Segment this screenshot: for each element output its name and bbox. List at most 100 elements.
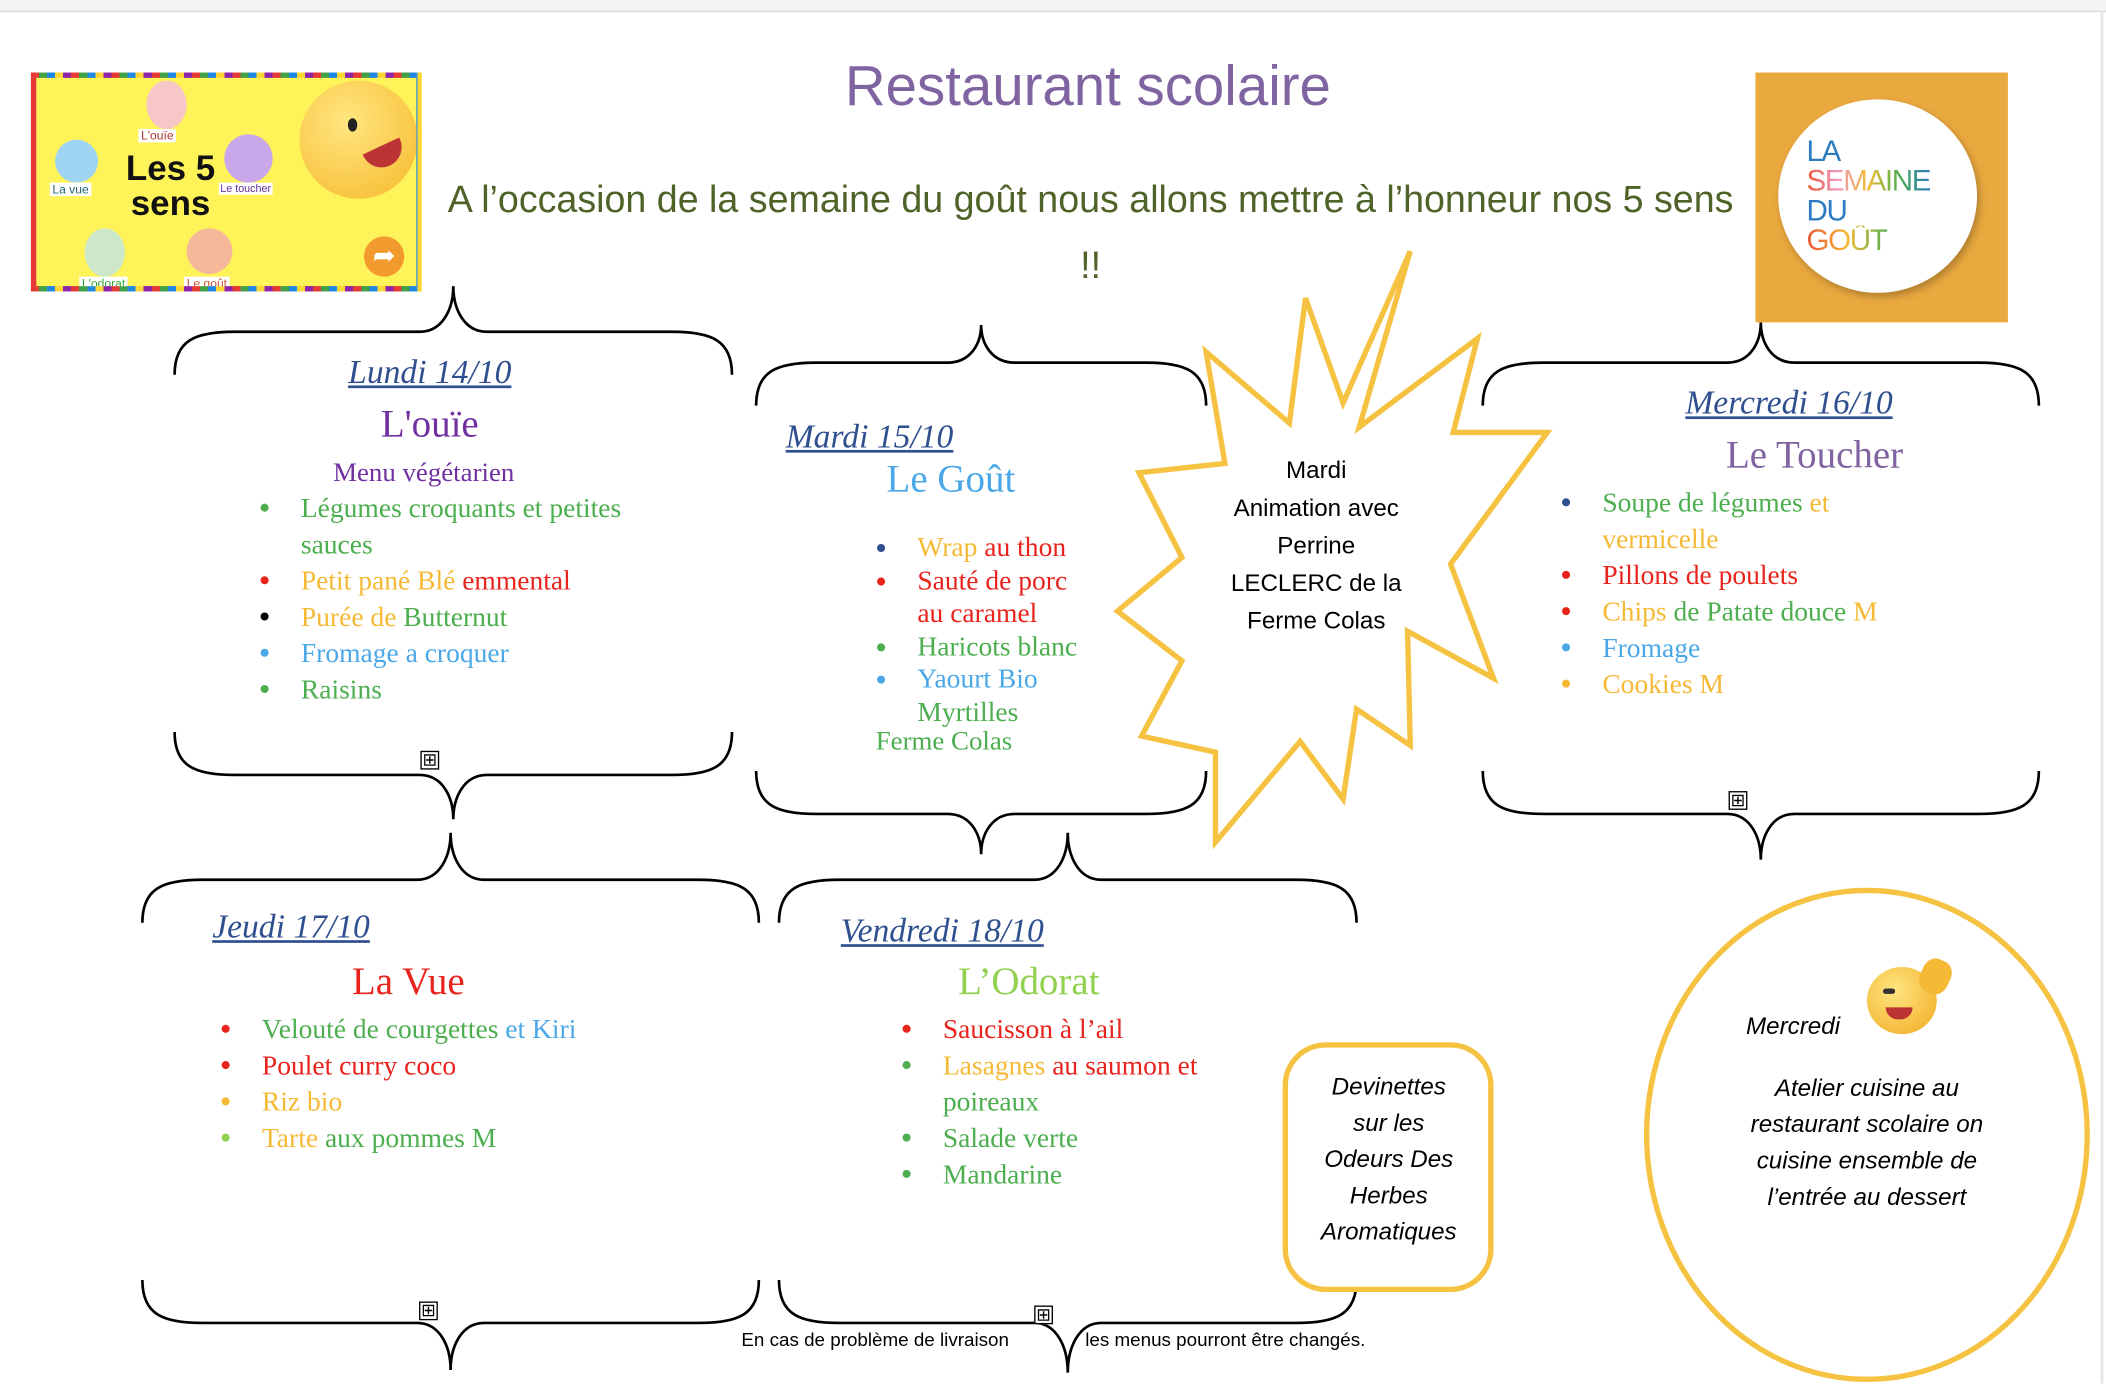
brace-top-monday bbox=[173, 286, 734, 375]
bullet-icon bbox=[877, 642, 886, 651]
menu-item: Wrap au thon bbox=[877, 532, 1095, 565]
brace-bottom-wednesday bbox=[1481, 770, 2041, 860]
winking-emoji-icon bbox=[1866, 954, 1957, 1035]
page-right-edge bbox=[2100, 10, 2104, 1384]
bullet-icon bbox=[221, 1133, 230, 1142]
bullet-icon bbox=[902, 1024, 911, 1033]
bullet-icon bbox=[260, 684, 269, 694]
bullet-icon bbox=[260, 576, 269, 585]
brace-top-wednesday bbox=[1481, 322, 2041, 406]
menu-item: Chips de Patate douce M bbox=[1562, 595, 1891, 631]
logo-label-odorat: L'odorat bbox=[79, 276, 128, 287]
logo-label-toucher: Le toucher bbox=[218, 182, 273, 195]
workshop-text: Atelier cuisine au restaurant scolaire o… bbox=[1706, 1070, 2028, 1215]
brace-bottom-monday bbox=[173, 731, 734, 820]
expand-handle-icon[interactable]: ⊞ bbox=[1728, 791, 1748, 810]
menu-item: Soupe de légumes et vermicelle bbox=[1562, 486, 1891, 559]
menu-item-text: M bbox=[1853, 597, 1878, 628]
sense-title-friday: L’Odorat bbox=[958, 960, 1100, 1004]
sense-title-tuesday: Le Goût bbox=[886, 457, 1016, 501]
menu-item-text: aux pommes M bbox=[324, 1124, 497, 1154]
menu-item-text: Myrtilles bbox=[917, 697, 1019, 728]
star-line: Ferme Colas bbox=[1247, 607, 1386, 634]
menu-item-text: Petit pané Blé bbox=[300, 566, 463, 597]
logo-line: DU bbox=[1806, 193, 1847, 227]
menu-item: Cookies M bbox=[1562, 668, 1891, 704]
riddle-line: Aromatiques bbox=[1320, 1218, 1457, 1246]
brace-bottom-friday bbox=[777, 1279, 1358, 1373]
bullet-icon bbox=[221, 1097, 230, 1106]
logo-label-gout: Le goût bbox=[184, 276, 230, 287]
menu-item: Riz bio bbox=[221, 1085, 679, 1121]
workshop-line: Atelier cuisine au bbox=[1774, 1074, 1959, 1102]
logo-label-ouie: L'ouïe bbox=[138, 128, 177, 143]
mouth-icon bbox=[186, 228, 233, 274]
brace-bottom-tuesday bbox=[754, 770, 1208, 855]
starburst-shape bbox=[1113, 250, 1553, 850]
menu-item-text: Légumes croquants et petites sauces bbox=[300, 494, 622, 561]
bullet-icon bbox=[260, 503, 269, 512]
riddle-line: Herbes bbox=[1349, 1181, 1428, 1209]
menu-item-text: poireaux bbox=[942, 1087, 1040, 1118]
star-line: LECLERC de la bbox=[1230, 569, 1402, 597]
workshop-line: l’entrée au dessert bbox=[1767, 1183, 1967, 1211]
logo-title: Les 5 sens bbox=[125, 147, 216, 223]
menu-item: Lasagnes au saumon et poireaux bbox=[902, 1049, 1219, 1122]
menu-item-text: Raisins bbox=[300, 675, 382, 706]
expand-handle-icon[interactable]: ⊞ bbox=[1034, 1305, 1053, 1325]
riddle-line: Odeurs Des bbox=[1324, 1145, 1454, 1173]
logo-line: SEMAINE bbox=[1806, 163, 1931, 198]
eye-icon bbox=[55, 139, 99, 183]
bullet-icon bbox=[1562, 679, 1571, 688]
expand-handle-icon[interactable]: ⊞ bbox=[419, 1301, 438, 1321]
menu-note-tuesday: Ferme Colas bbox=[875, 726, 1013, 757]
riddle-box-text: Devinettes sur les Odeurs Des Herbes Aro… bbox=[1289, 1069, 1488, 1250]
menu-item-text: Yaourt Bio bbox=[917, 664, 1038, 695]
bullet-icon bbox=[221, 1024, 230, 1033]
menu-item: Haricots blanc bbox=[877, 631, 1095, 664]
expand-handle-icon[interactable]: ⊞ bbox=[420, 750, 440, 770]
menu-item: Petit pané Blé emmental bbox=[260, 564, 650, 600]
brace-top-tuesday bbox=[754, 324, 1208, 406]
menu-item-text: Fromage bbox=[1602, 633, 1701, 664]
menu-item: Fromage a croquer bbox=[260, 637, 650, 673]
menu-item: Sauté de porc au caramel bbox=[877, 565, 1095, 631]
brace-bottom-thursday bbox=[141, 1279, 761, 1370]
menu-item: Fromage bbox=[1562, 631, 1891, 667]
share-arrow-icon: ➦ bbox=[363, 236, 405, 277]
day-date-wednesday: Mercredi 16/10 bbox=[1685, 385, 1893, 422]
menu-item-text: de Patate douce bbox=[1673, 597, 1854, 628]
menu-item-text: au thon bbox=[984, 533, 1067, 563]
menu-item-text: Wrap bbox=[917, 533, 985, 563]
logo-line: GOÛT bbox=[1806, 225, 1930, 256]
brace-top-friday bbox=[777, 832, 1358, 923]
menu-item: Yaourt Bio Myrtilles bbox=[877, 663, 1095, 729]
brace-top-thursday bbox=[141, 832, 761, 923]
bullet-icon bbox=[877, 675, 886, 684]
menu-item-text: Saucisson à l’ail bbox=[942, 1015, 1124, 1045]
workshop-circle-shape bbox=[1643, 887, 2090, 1383]
bullet-icon bbox=[1562, 570, 1571, 579]
ear-icon bbox=[146, 80, 187, 129]
page-top-edge bbox=[0, 0, 2106, 13]
star-line: Animation avec bbox=[1233, 494, 1399, 522]
menu-item-text: Poulet curry coco bbox=[261, 1051, 457, 1082]
menu-item-text: Salade verte bbox=[942, 1124, 1079, 1154]
menu-item-text: Chips bbox=[1602, 597, 1674, 628]
page-subtitle: A l’occasion de la semaine du goût nous … bbox=[447, 178, 1734, 287]
starburst-text: Mardi Animation avec Perrine LECLERC de … bbox=[1209, 451, 1424, 639]
menu-item: Velouté de courgettes et Kiri bbox=[221, 1013, 679, 1049]
nose-icon bbox=[84, 228, 125, 277]
logo-label-vue: La vue bbox=[49, 182, 92, 197]
workshop-title: Mercredi bbox=[1746, 1012, 1841, 1040]
menu-item-text: Soupe de légumes bbox=[1602, 488, 1810, 519]
menu-item-text: emmental bbox=[462, 566, 571, 597]
day-date-thursday: Jeudi 17/10 bbox=[212, 909, 370, 946]
riddle-line: sur les bbox=[1353, 1109, 1425, 1137]
footer-note-left: En cas de problème de livraison bbox=[741, 1328, 1009, 1350]
sense-title-thursday: La Vue bbox=[351, 960, 465, 1004]
menu-item-text: Pillons de poulets bbox=[1602, 561, 1799, 591]
